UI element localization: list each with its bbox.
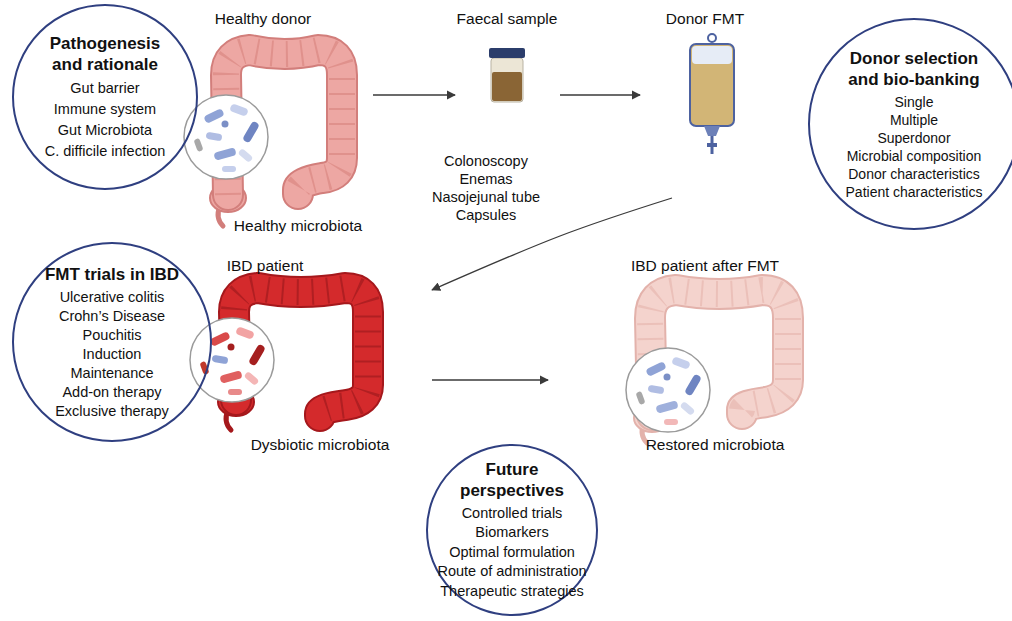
illustration-node: Healthy donorHealthy microbiota: [185, 8, 373, 236]
bacterium: [235, 326, 255, 340]
bacterium: [635, 391, 645, 405]
bag-body: [690, 44, 734, 126]
bacterium: [671, 356, 691, 370]
bacterium: [244, 371, 260, 386]
bacterium: [645, 361, 667, 377]
list-item: Maintenance: [70, 364, 153, 383]
topic-circle: Future perspectivesControlled trialsBiom…: [426, 444, 598, 616]
circle-outline: [13, 5, 197, 189]
list-item: Gut barrier: [70, 78, 139, 99]
illustration-title: Healthy donor: [198, 9, 328, 28]
illustration-title: Faecal sample: [447, 9, 567, 28]
bag-top: [692, 46, 732, 64]
topic-circle: Donor selection and bio-bankingSingleMul…: [808, 18, 1012, 230]
topic-circle: Pathogenesis and rationaleGut barrierImm…: [12, 4, 198, 190]
bacterium: [648, 385, 665, 395]
bacterium: [228, 389, 242, 395]
list-item: Induction: [83, 345, 142, 364]
list-item: Ulcerative colitis: [60, 288, 165, 307]
bacterium: [242, 120, 260, 143]
bacterium: [229, 103, 249, 117]
bacterium: [222, 121, 229, 128]
illustration-caption: Restored microbiota: [635, 435, 795, 454]
bacterium: [680, 401, 696, 416]
bacterium: [684, 373, 702, 396]
list-item: Immune system: [54, 99, 156, 120]
bacterium: [209, 331, 231, 347]
illustration-node: Donor FMT: [640, 6, 770, 198]
text-stack: Pathogenesis and rationaleGut barrierImm…: [12, 4, 198, 190]
list-item: Therapeutic strategies: [440, 582, 583, 602]
circle-outline: [12, 4, 198, 190]
route-label: Colonoscopy: [416, 152, 556, 170]
circle-outline: [427, 445, 597, 615]
illustration-title: IBD patient: [205, 256, 325, 275]
route-label: Enemas: [416, 170, 556, 188]
bacterium: [222, 166, 236, 172]
bag-hanger: [708, 34, 716, 42]
bacterium: [664, 374, 671, 381]
jar-cap: [489, 48, 525, 58]
circle-heading: FMT trials in IBD: [17, 264, 207, 285]
microbiota-lens: [190, 318, 274, 402]
list-item: Optimal formulation: [449, 543, 575, 563]
route-label: Nasojejunal tube: [416, 188, 556, 206]
list-item: Multiple: [890, 111, 938, 129]
text-stack: FMT trials in IBD Ulcerative colitisCrohn…: [12, 242, 212, 442]
bacterium: [193, 138, 203, 152]
circle-heading: Pathogenesis and rationale: [41, 33, 169, 75]
list-item: Biomarkers: [475, 523, 548, 543]
list-item: Route of administration: [437, 562, 586, 582]
bacterium: [248, 343, 266, 366]
bacterium: [655, 400, 678, 413]
list-item: Controlled trials: [462, 504, 563, 524]
bacterium: [203, 108, 225, 124]
illustration-node: Faecal sample: [455, 6, 560, 110]
bag-clamp: [707, 143, 717, 147]
list-item: Pouchitis: [83, 326, 142, 345]
illustration-title: Donor FMT: [650, 9, 760, 28]
list-item: Gut Microbiota: [58, 120, 152, 141]
list-item: Crohn’s Disease: [59, 307, 165, 326]
illustration-title: IBD patient after FMT: [610, 256, 800, 275]
list-item: Single: [895, 93, 934, 111]
bacterium: [238, 148, 254, 163]
illustration-node: IBD patient after FMTRestored microbiota: [548, 255, 800, 450]
list-item: Exclusive therapy: [55, 402, 169, 421]
bacterium: [206, 132, 223, 142]
text-stack: Future perspectivesControlled trialsBiom…: [426, 444, 598, 616]
jar-contents: [492, 72, 522, 101]
list-item: C. difficile infection: [45, 141, 166, 162]
list-item: Donor characteristics: [848, 165, 980, 183]
route-label: Capsules: [416, 206, 556, 224]
circle-heading: Donor selection and bio-banking: [839, 48, 989, 90]
list-item: Patient characteristics: [846, 183, 983, 201]
flow-arrow: [432, 379, 548, 380]
flow-arrow: [432, 198, 672, 290]
bacterium: [664, 419, 678, 425]
illustration-node: IBD patientDysbiotic microbiota: [190, 255, 432, 450]
bacterium: [213, 147, 236, 160]
flow-arrow: [560, 94, 640, 95]
list-item: Add-on therapy: [62, 383, 161, 402]
illustration-caption: Healthy microbiota: [223, 216, 373, 235]
microbiota-lens: [626, 348, 710, 432]
bacterium: [212, 355, 229, 365]
jar-body: [491, 58, 523, 102]
circle-heading: Future perspectives: [452, 459, 572, 501]
circle-outline: [13, 243, 211, 441]
bacterium: [228, 344, 235, 351]
list-item: Superdonor: [877, 129, 950, 147]
bag-neck: [704, 126, 720, 136]
bacterium: [219, 370, 242, 383]
topic-circle: FMT trials in IBD Ulcerative colitisCrohn…: [12, 242, 212, 442]
illustration-caption: Dysbiotic microbiota: [235, 435, 405, 454]
circle-outline: [809, 19, 1012, 229]
list-item: Microbial composition: [847, 147, 982, 165]
flow-arrow: [373, 94, 455, 95]
text-stack: Donor selection and bio-bankingSingleMul…: [808, 18, 1012, 230]
